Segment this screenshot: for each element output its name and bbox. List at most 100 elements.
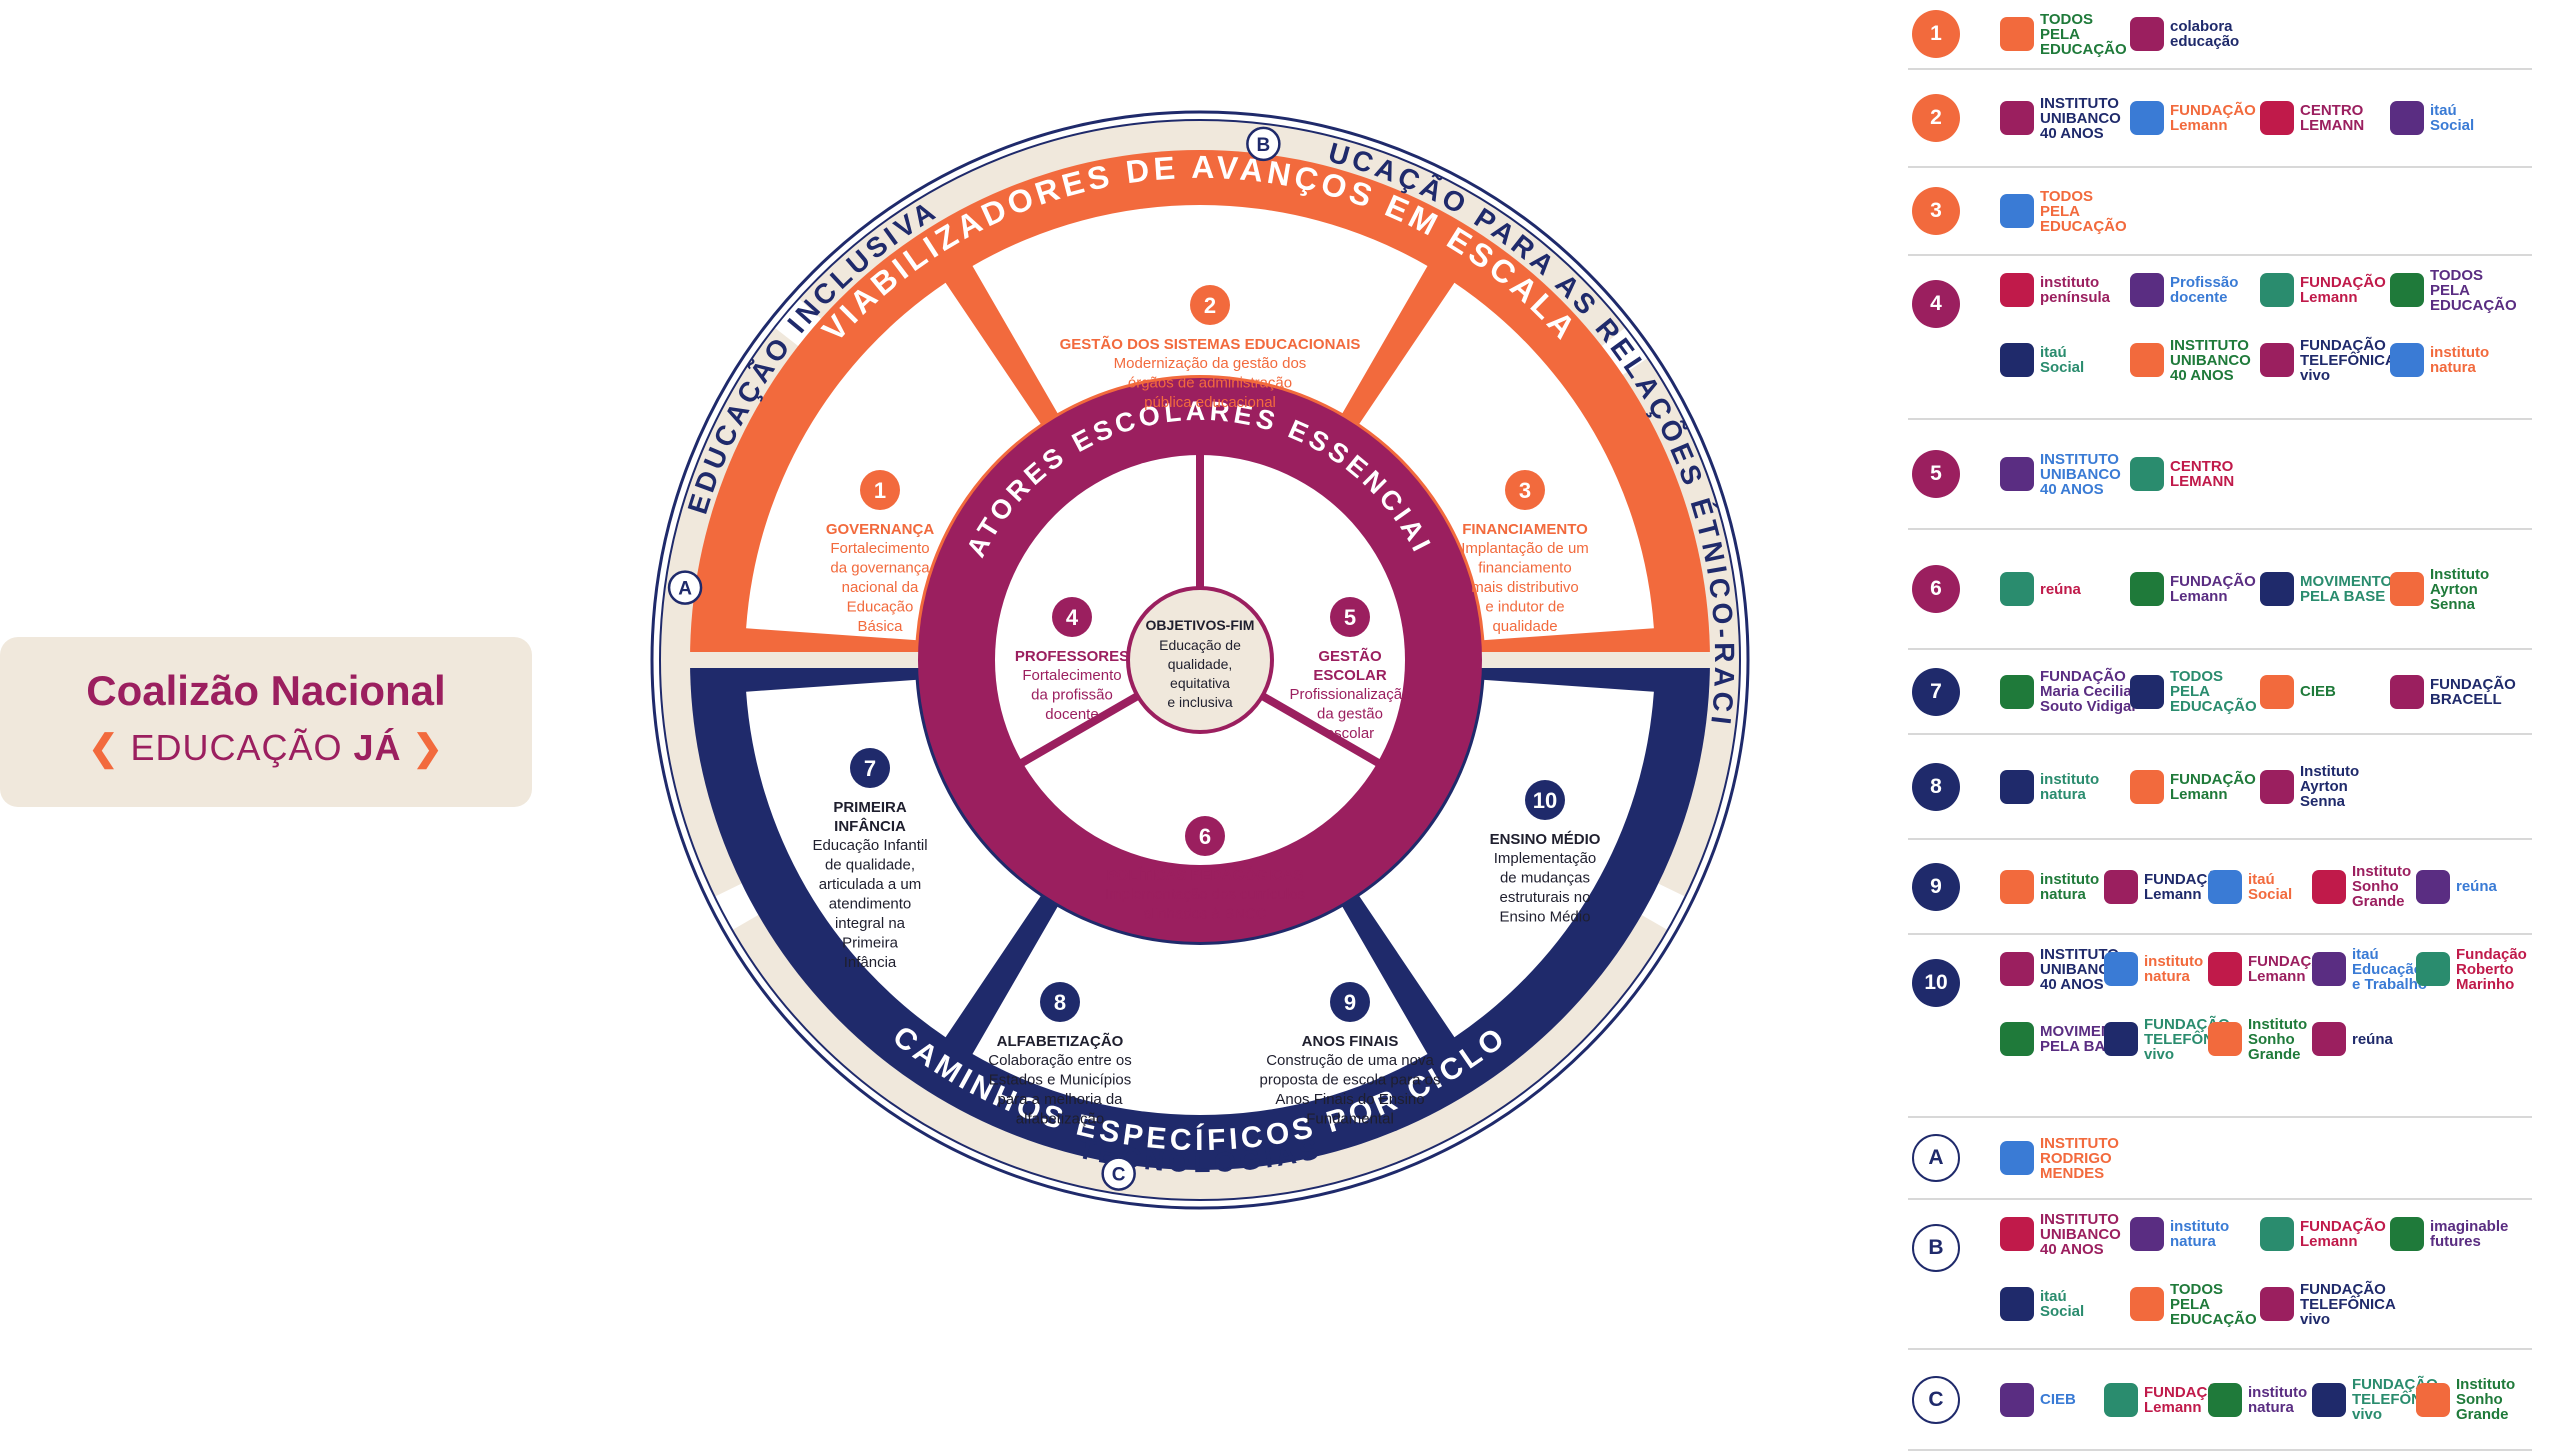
partner-logo-word: CIEB: [2040, 1391, 2076, 1408]
partner-logo-mark-icon: [2130, 343, 2164, 377]
outer-badge-a: [667, 570, 703, 605]
segment-desc-line: financiamento: [1478, 560, 1571, 577]
partner-row-badge: 9: [1912, 862, 1960, 911]
partner-logo-word: Lemann: [2248, 968, 2306, 985]
outer-badge-b-letter: B: [1257, 135, 1271, 156]
segment-number-badge: [850, 748, 890, 788]
partner-logo-word: FUNDAÇÃO: [2430, 675, 2516, 693]
partner-logo-text: CIEB: [2040, 1392, 2076, 1407]
partner-logo-word: MOVIMENTO: [2300, 573, 2393, 590]
partner-logo-mark-icon: [2260, 674, 2294, 709]
segment-desc-line: da profissão: [1031, 687, 1113, 704]
partner-logo-word: TELEFÔNICA: [2300, 351, 2396, 369]
partner-logo-mark-icon: [2130, 273, 2164, 307]
partner-logo-mark-icon: [2104, 869, 2138, 904]
partner-logo-word: FUNDAÇÃO: [2300, 336, 2386, 354]
partner-logo-word: UNIBANCO: [2040, 960, 2121, 978]
partner-logo-word: Roberto: [2456, 960, 2514, 978]
partner-logo-word: vivo: [2352, 1406, 2383, 1423]
partner-logo-mark-icon: [2416, 952, 2450, 986]
partner-logo-word: 40 ANOS: [2040, 480, 2104, 498]
partner-logo-mark-icon: [2208, 952, 2242, 986]
partner-logo-text: reúna: [2040, 582, 2081, 597]
segment-title: FINANCIAMENTO: [1462, 521, 1588, 538]
segment-desc-line: Fundamental: [1306, 1111, 1394, 1128]
segment-number: 4: [1066, 605, 1079, 630]
partner-logo-mark-icon: [2260, 343, 2294, 377]
partner-logo-mark-icon: [2390, 1217, 2424, 1251]
partner-logo-word: TODOS: [2040, 10, 2094, 28]
partner-logo-mark-icon: [2312, 1022, 2346, 1056]
partner-row-badge: 4: [1912, 280, 1960, 328]
partner-row-badge: A: [1912, 1134, 1960, 1182]
partner-logo-mark-icon: [2130, 674, 2164, 709]
partner-logo-word: Instituto: [2248, 1015, 2308, 1033]
segment-title: ALFABETIZAÇÃO: [997, 1032, 1124, 1050]
partner-logo-mark-icon: [2312, 869, 2346, 904]
partner-logo-word: colabora: [2170, 18, 2233, 35]
partner-logo-word: EDUCAÇÃO: [2170, 698, 2257, 715]
partner-logo-text: reúna: [2456, 879, 2497, 894]
partner-logo-word: 40 ANOS: [2040, 1240, 2104, 1258]
segment-desc-line: escolar: [1326, 725, 1374, 742]
segment-desc-line: alinhados à BNCC: [1143, 906, 1267, 923]
partner-logo-word: UNIBANCO: [2040, 109, 2121, 127]
brand-subtitle-left: EDUCAÇÃO: [130, 727, 343, 768]
partner-logo-word: FUNDAÇÃO: [2300, 1280, 2386, 1298]
partner-logo-word: vivo: [2300, 1310, 2331, 1328]
partner-logo-word: Lemann: [2170, 785, 2228, 803]
partner-logo-word: Lemann: [2300, 289, 2358, 306]
partner-logo-mark-icon: [2000, 674, 2034, 709]
brand-subtitle: ❮ EDUCAÇÃO JÁ ❯: [0, 727, 532, 769]
partner-logo-word: 40 ANOS: [2040, 124, 2104, 142]
partner-logo-word: Sonho: [2352, 878, 2399, 895]
segment-desc-line: atendimento: [829, 896, 912, 913]
chevron-left-icon: ❮: [88, 727, 120, 768]
partner-logo-word: e Trabalho: [2352, 975, 2428, 993]
partner-row-badge: 3: [1912, 187, 1960, 235]
partner-logo-word: instituto: [2040, 770, 2100, 788]
segment-title: ANOS FINAIS: [1302, 1033, 1399, 1050]
partner-logo-word: Social: [2040, 359, 2085, 376]
partner-logo-mark-icon: [2260, 1287, 2294, 1321]
segment-number: 5: [1344, 605, 1356, 630]
partner-logo-word: Profissão: [2170, 274, 2239, 291]
center-line: Educação de: [1159, 637, 1241, 653]
segment-desc-line: integral na: [835, 915, 906, 932]
